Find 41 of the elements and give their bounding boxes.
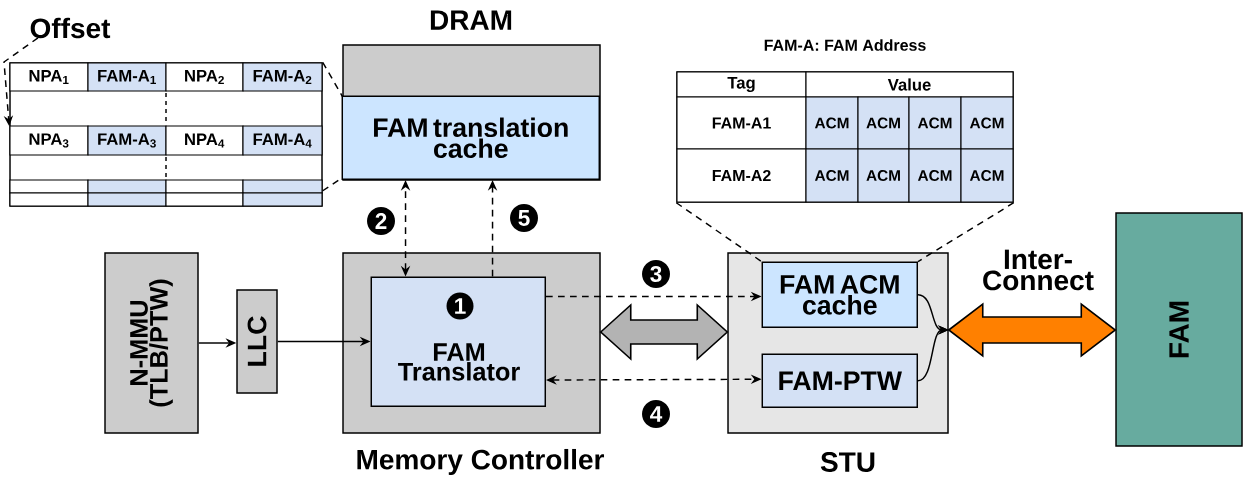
step-number: 1	[446, 292, 474, 320]
box-label: LLC	[247, 316, 267, 366]
step-number: 4	[642, 400, 670, 428]
table-cell: ACM	[960, 148, 1014, 203]
step-number: 3	[642, 260, 670, 288]
table-cell: ACM	[960, 96, 1014, 150]
table-cell: FAM-A$_{4}$	[242, 125, 323, 156]
wide-double-arrow	[599, 303, 729, 361]
table-cell: FAM-A$_{1}$	[87, 62, 167, 92]
table-cell: ACM	[805, 148, 859, 203]
step-number: 5	[510, 204, 538, 232]
table-cell: Value	[805, 71, 1014, 98]
wide-double-arrow	[947, 302, 1117, 358]
table-cell: ACM	[857, 148, 910, 203]
table-cell: NPA$_{4}$	[165, 125, 244, 156]
cache-box: FAM ACM cache	[761, 261, 918, 328]
table-cell: ACM	[908, 96, 962, 150]
zoom-line	[675, 202, 763, 263]
box-heading: STU	[820, 452, 875, 472]
table-title: FAM-A: FAM Address	[764, 39, 926, 51]
table-cell: FAM-A2	[676, 148, 807, 203]
step-number: 2	[367, 207, 395, 235]
table-cell: FAM-A$_{2}$	[242, 62, 323, 92]
box-heading: DRAM	[430, 10, 512, 30]
offset-label: Offset	[30, 17, 111, 39]
cache-box: FAM translation cache	[341, 95, 600, 180]
table-cell: ACM	[805, 96, 859, 150]
zoom-line	[917, 202, 1015, 263]
table-cell: ACM	[908, 148, 962, 203]
box-label: N-MMU (TLB/PTW)	[130, 279, 173, 407]
process-box: FAM-PTW	[761, 353, 918, 408]
table-cell: Tag	[676, 71, 807, 98]
table-cell: ACM	[857, 96, 910, 150]
table-cell: NPA$_{2}$	[165, 62, 244, 92]
table-cell: NPA$_{3}$	[9, 125, 89, 156]
box-heading: Memory Controller	[357, 448, 604, 476]
table-cell: FAM-A$_{3}$	[87, 125, 167, 156]
table-cell: NPA$_{1}$	[9, 62, 89, 92]
box-label: FAM Translator	[398, 343, 520, 381]
box-label: FAM	[1169, 301, 1189, 358]
edge-label: Inter- Connect	[974, 248, 1102, 292]
